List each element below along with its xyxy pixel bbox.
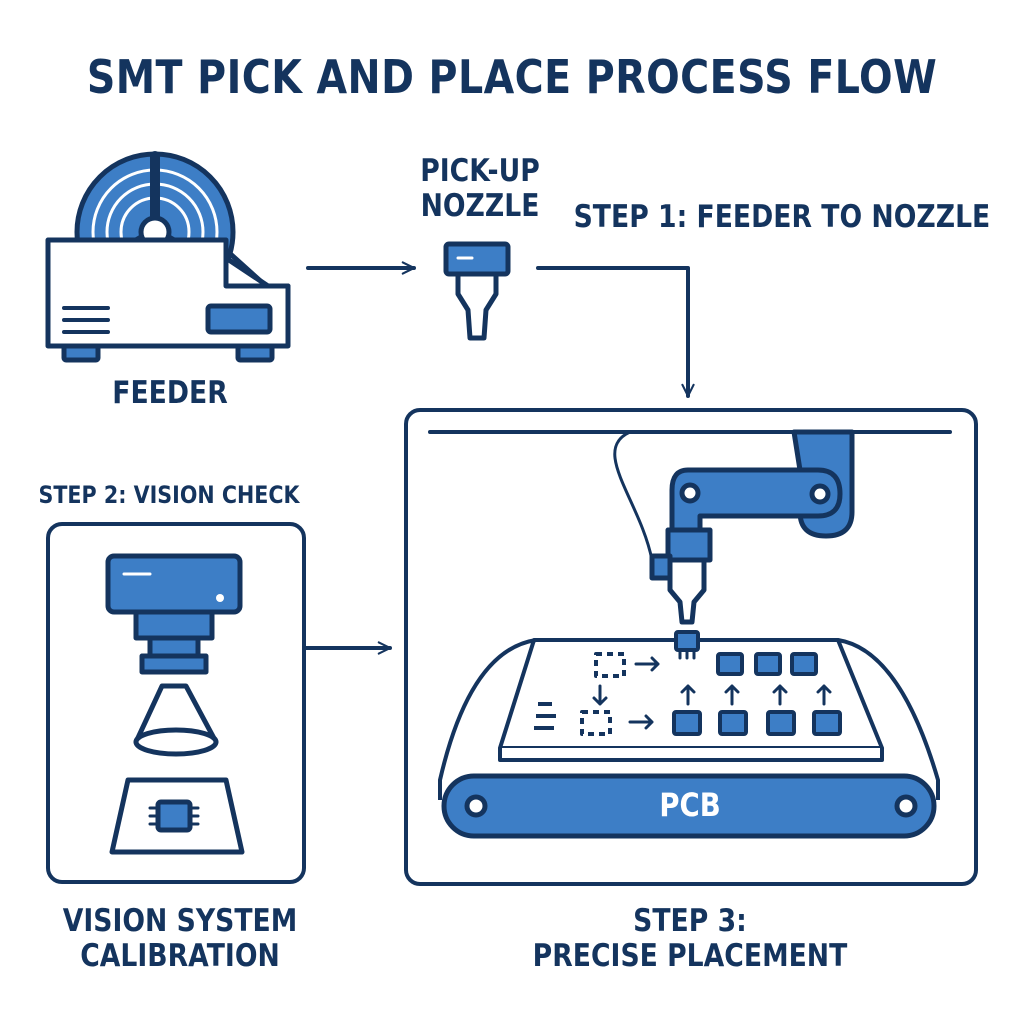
pcb-label: PCB <box>659 786 721 824</box>
pcb-board <box>498 638 884 762</box>
step3-label: STEP 3: PRECISE PLACEMENT <box>532 903 848 974</box>
robot-arm-icon <box>613 429 855 660</box>
arrow-nozzle-to-placement <box>536 266 695 398</box>
feeder-label: FEEDER <box>112 375 228 411</box>
vision-label: VISION SYSTEM CALIBRATION <box>62 903 298 974</box>
tape-reel-feeder-icon <box>45 151 291 363</box>
page-title: SMT PICK AND PLACE PROCESS FLOW <box>86 50 938 104</box>
step2-label: STEP 2: VISION CHECK <box>38 481 300 509</box>
pickup-nozzle-icon <box>443 241 511 341</box>
nozzle-label: PICK-UP NOZZLE <box>420 153 540 224</box>
placement-arrows <box>592 656 832 730</box>
conveyor-icon <box>438 638 940 839</box>
step1-label: STEP 1: FEEDER TO NOZZLE <box>573 199 991 235</box>
flow-arrows <box>304 261 695 655</box>
camera-icon <box>105 553 245 855</box>
